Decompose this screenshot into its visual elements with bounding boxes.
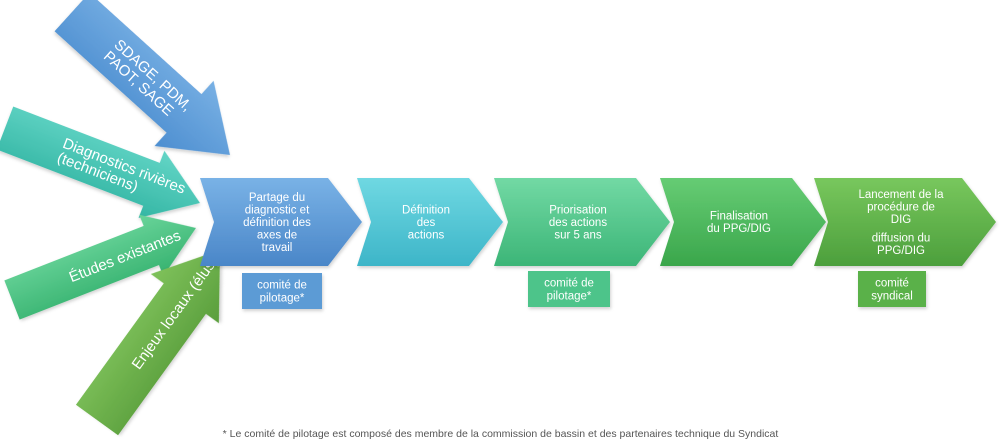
step-chevron [357, 178, 503, 266]
committee-box-shape [528, 271, 610, 307]
committee-label: syndical [871, 291, 913, 303]
footnote: * Le comité de pilotage est composé des … [222, 428, 779, 440]
step-label: procédure de [867, 201, 935, 213]
committee-label: pilotage* [547, 291, 592, 303]
step-label: Définition [402, 204, 450, 216]
step-label: travail [262, 242, 293, 254]
step-label: Partage du [249, 192, 305, 204]
step-label: DIG [891, 214, 912, 226]
step-chevron [494, 178, 670, 266]
input-arrow-shape [4, 214, 196, 320]
step-label: sur 5 ans [554, 229, 602, 241]
step-label: diffusion du [872, 232, 931, 244]
step-label: Finalisation [710, 211, 768, 223]
committee-label: pilotage* [260, 293, 305, 305]
step-label: PPG/DIG [877, 245, 925, 257]
step-chevron [200, 178, 362, 266]
step-label: des actions [549, 217, 607, 229]
step-label: axes de [257, 229, 297, 241]
step-label: Lancement de la [858, 189, 944, 201]
step-chevron [814, 178, 996, 266]
committee-label: comité [875, 278, 909, 290]
step-label: Priorisation [549, 204, 607, 216]
input-arrow-shape [54, 0, 231, 155]
input-arrow-shape [75, 249, 221, 436]
input-arrow-shape [0, 106, 201, 218]
committee-box-shape [858, 271, 926, 307]
step-label: définition des [243, 217, 311, 229]
step-label: du PPG/DIG [707, 223, 771, 235]
committee-label: comité de [257, 280, 307, 292]
step-chevron [660, 178, 826, 266]
step-label: des [417, 217, 436, 229]
step-label: actions [408, 229, 445, 241]
committee-box-shape [242, 273, 322, 309]
committee-label: comité de [544, 278, 594, 290]
step-label: diagnostic et [245, 204, 310, 216]
